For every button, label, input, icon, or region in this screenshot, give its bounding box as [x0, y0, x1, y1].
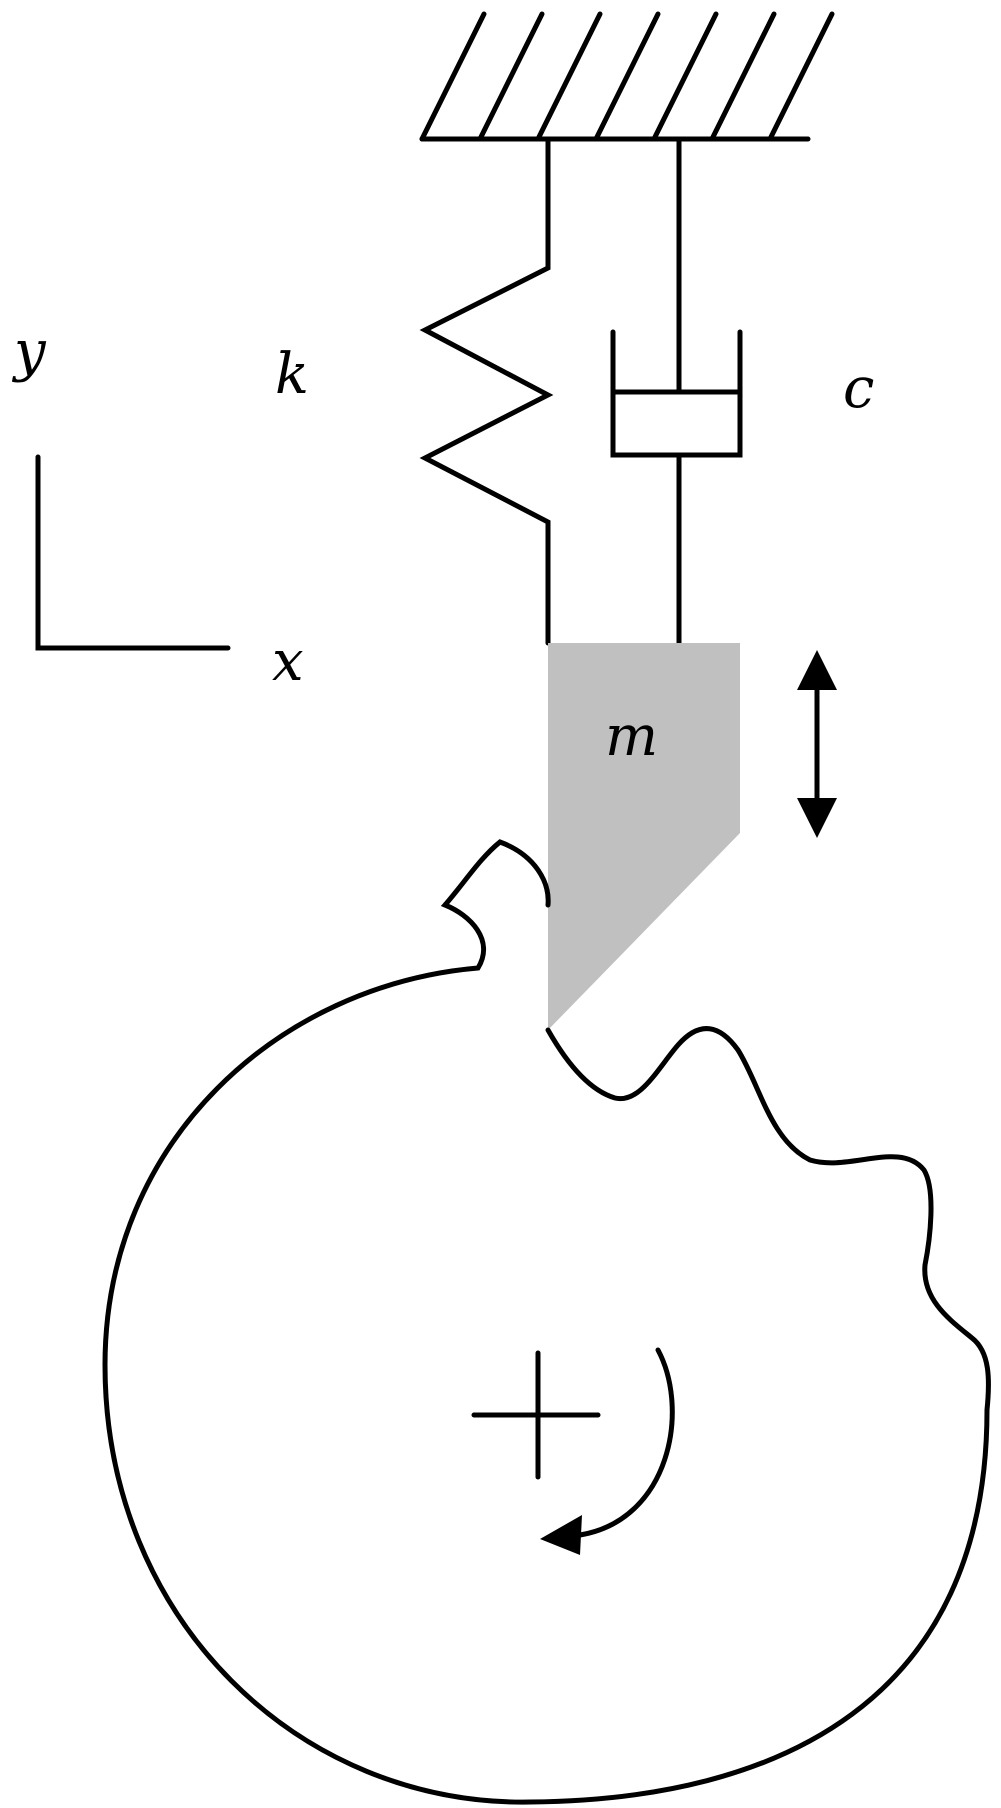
- damper-label: c: [843, 356, 874, 421]
- motion-double-arrow: [797, 650, 837, 838]
- fixed-support: [419, 11, 835, 142]
- spring-label: k: [275, 342, 309, 407]
- coordinate-axes: [35, 454, 231, 651]
- spring: [419, 136, 554, 646]
- x-axis-label: x: [272, 629, 304, 694]
- y-axis-label: y: [11, 319, 47, 384]
- follower-mass: [548, 643, 740, 1030]
- cam-center-mark: [471, 1350, 601, 1480]
- rotation-arrow: [540, 1347, 675, 1555]
- cam-profile: [102, 839, 991, 1805]
- mass-label: m: [605, 704, 658, 769]
- damper: [610, 136, 743, 646]
- support-hatching: [419, 11, 835, 142]
